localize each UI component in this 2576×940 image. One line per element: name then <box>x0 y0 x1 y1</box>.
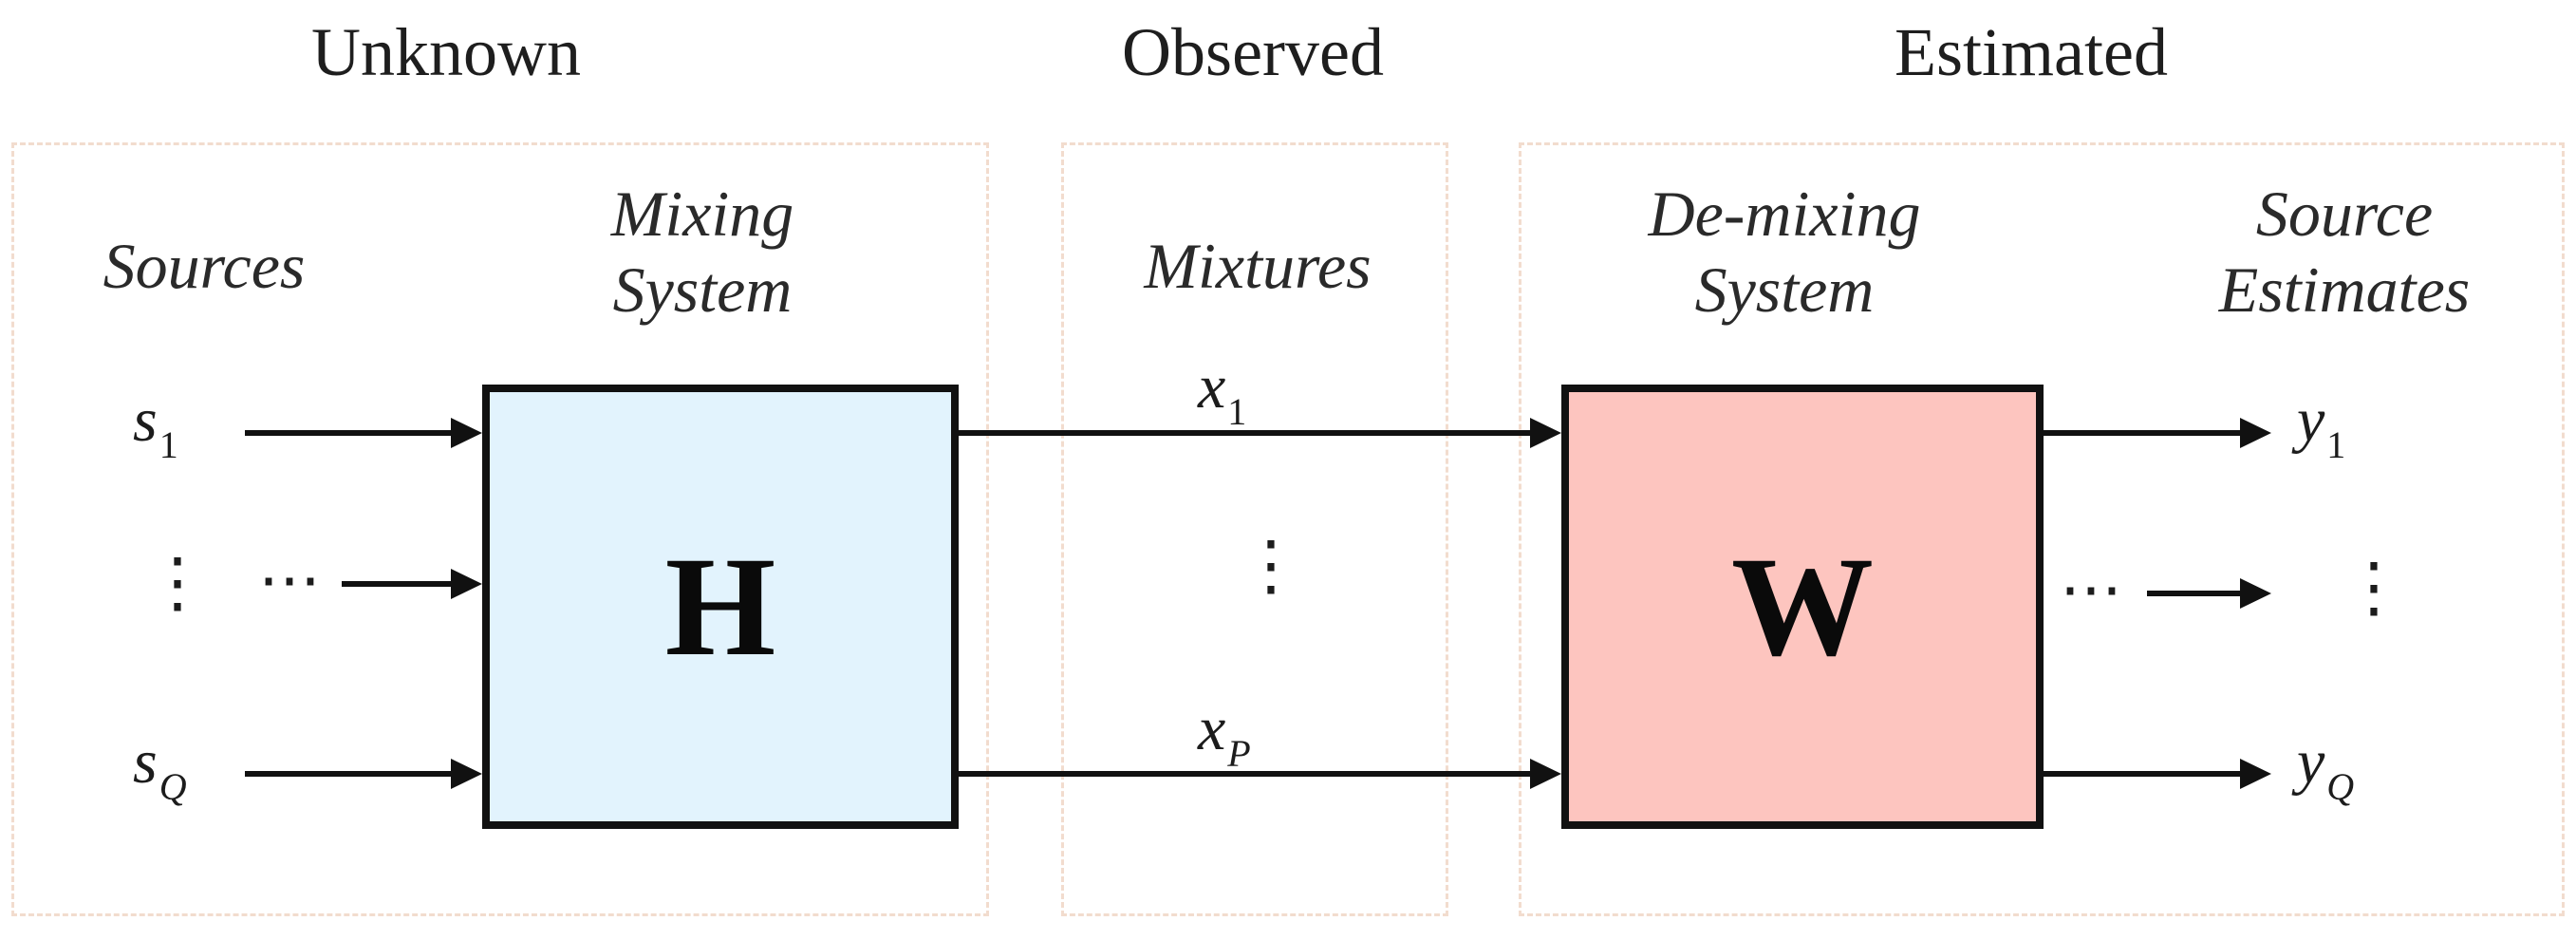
var-xP-sub: P <box>1227 732 1251 775</box>
arrow-s-middle <box>342 569 482 599</box>
vdots-estimates: ⋮ <box>2341 552 2407 625</box>
label-demixing-line1: De-mixing <box>1648 178 1921 250</box>
vdots-mixtures: ⋮ <box>1238 530 1304 603</box>
label-mixing-line2: System <box>612 254 793 326</box>
demixing-block: W <box>1561 385 2044 829</box>
hdots-estimates: ⋯ <box>2060 555 2122 625</box>
var-s1-base: s <box>133 385 158 455</box>
var-y1: y1 <box>2297 385 2345 467</box>
arrow-y-middle <box>2147 578 2271 609</box>
hdots-sources: ⋯ <box>258 546 321 615</box>
arrow-yQ <box>2044 759 2271 789</box>
var-y1-base: y <box>2297 385 2325 455</box>
var-s1: s1 <box>133 385 178 467</box>
header-estimated: Estimated <box>1895 14 2168 90</box>
var-yQ-base: y <box>2297 727 2325 797</box>
mixing-block-letter: H <box>664 528 776 686</box>
label-mixing-system: Mixing System <box>494 176 911 328</box>
var-x1-base: x <box>1198 352 1226 422</box>
label-demixing-line2: System <box>1694 254 1875 326</box>
label-mixtures: Mixtures <box>1144 230 1372 302</box>
header-unknown: Unknown <box>311 14 581 90</box>
label-estimates-line2: Estimates <box>2218 254 2471 326</box>
var-sQ-base: s <box>133 727 158 797</box>
estimated-group <box>1519 142 2565 916</box>
demixing-block-letter: W <box>1731 528 1874 686</box>
arrow-y1 <box>2044 418 2271 448</box>
arrow-s1 <box>245 418 482 448</box>
var-yQ: yQ <box>2297 726 2354 809</box>
vdots-sources: ⋮ <box>144 547 211 620</box>
var-xP: xP <box>1198 693 1251 776</box>
unknown-group <box>11 142 989 916</box>
arrow-sQ <box>245 759 482 789</box>
var-sQ: sQ <box>133 726 187 809</box>
label-demixing-system: De-mixing System <box>1557 176 2012 328</box>
var-x1: x1 <box>1198 351 1246 434</box>
header-observed: Observed <box>1122 14 1384 90</box>
var-y1-sub: 1 <box>2326 423 2346 466</box>
label-sources: Sources <box>103 230 306 302</box>
label-estimates-line1: Source <box>2255 178 2434 250</box>
var-yQ-sub: Q <box>2326 765 2355 808</box>
var-xP-base: x <box>1198 694 1226 763</box>
label-mixing-line1: Mixing <box>610 178 794 250</box>
mixing-block: H <box>482 385 959 829</box>
observed-group <box>1061 142 1448 916</box>
var-s1-sub: 1 <box>159 423 178 466</box>
arrow-x1 <box>959 418 1561 448</box>
var-sQ-sub: Q <box>159 765 187 808</box>
label-source-estimates: Source Estimates <box>2126 176 2563 328</box>
arrow-xP <box>959 759 1561 789</box>
var-x1-sub: 1 <box>1227 390 1247 433</box>
